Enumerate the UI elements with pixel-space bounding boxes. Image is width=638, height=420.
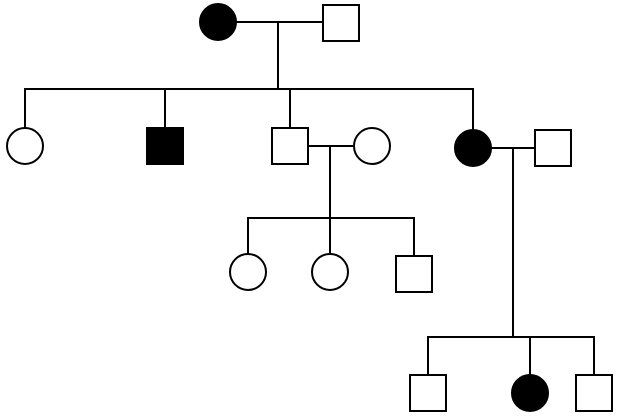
unaffected-female-ii-4 xyxy=(353,127,391,165)
individuals xyxy=(6,3,613,412)
unaffected-male-ii-3 xyxy=(271,127,309,165)
unaffected-male-iv-3 xyxy=(575,374,613,412)
affected-female-i-1 xyxy=(199,3,237,41)
unaffected-female-ii-1 xyxy=(6,127,44,165)
connector-lines xyxy=(24,21,595,375)
unaffected-male-ii-6 xyxy=(534,129,572,167)
affected-male-ii-2 xyxy=(146,127,184,165)
unaffected-female-iii-1 xyxy=(229,253,267,291)
unaffected-male-iv-1 xyxy=(409,374,447,412)
affected-female-ii-5 xyxy=(454,129,492,167)
unaffected-female-iii-2 xyxy=(311,253,349,291)
unaffected-male-i-2 xyxy=(322,4,360,42)
unaffected-male-iii-3 xyxy=(395,255,433,293)
affected-female-iv-2 xyxy=(511,374,549,412)
